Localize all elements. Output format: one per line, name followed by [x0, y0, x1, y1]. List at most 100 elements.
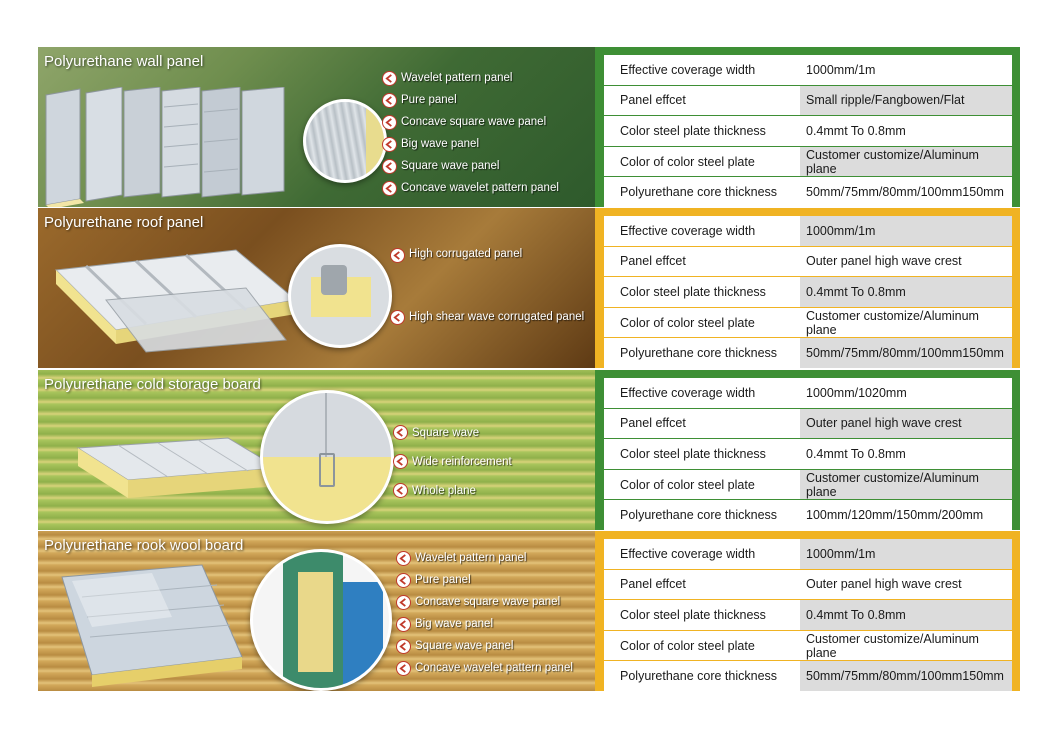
- rock-wool-panel-image: [61, 564, 243, 687]
- left-arrow-circle-icon: [393, 425, 408, 440]
- feature-item: High corrugated panel: [390, 248, 584, 306]
- feature-item: Concave wavelet pattern panel: [396, 657, 573, 679]
- spec-label: Effective coverage width: [604, 216, 800, 246]
- product-title: Polyurethane cold storage board: [44, 376, 261, 393]
- spec-value: Customer customize/Aluminum plane: [800, 469, 1012, 500]
- section-cold-storage-board: Polyurethane cold storage board Square w…: [38, 370, 1020, 530]
- feature-list: Wavelet pattern panel Pure panel Concave…: [382, 67, 559, 199]
- spec-label: Polyurethane core thickness: [604, 661, 800, 691]
- left-arrow-circle-icon: [396, 594, 411, 610]
- spec-value: 50mm/75mm/80mm/100mm150mm: [800, 177, 1012, 207]
- feature-list: Wavelet pattern panel Pure panel Concave…: [396, 547, 573, 679]
- spec-value: 1000mm/1m: [800, 55, 1012, 85]
- spec-value: 0.4mmt To 0.8mm: [800, 116, 1012, 146]
- product-banner: Polyurethane wall panel: [38, 47, 595, 207]
- panel-detail-circle-image: [303, 99, 387, 183]
- left-arrow-circle-icon: [382, 92, 397, 108]
- spec-value: 1000mm/1m: [800, 216, 1012, 246]
- spec-value: 50mm/75mm/80mm/100mm150mm: [800, 338, 1012, 368]
- spec-label: Color steel plate thickness: [604, 116, 800, 146]
- feature-item: Wavelet pattern panel: [396, 547, 573, 569]
- spec-label: Color of color steel plate: [604, 469, 800, 500]
- panel-detail-circle-image: [250, 549, 392, 691]
- feature-item: Wide reinforcement: [393, 447, 512, 476]
- spec-label: Panel effcet: [604, 85, 800, 116]
- left-arrow-circle-icon: [382, 158, 397, 174]
- feature-item: Square wave panel: [396, 635, 573, 657]
- spec-label: Color steel plate thickness: [604, 600, 800, 630]
- product-banner: Polyurethane rook wool board Wavelet pat…: [38, 531, 595, 691]
- spec-label: Panel effcet: [604, 246, 800, 277]
- spec-label: Color of color steel plate: [604, 307, 800, 338]
- left-arrow-circle-icon: [396, 660, 411, 676]
- spec-label: Polyurethane core thickness: [604, 500, 800, 530]
- left-arrow-circle-icon: [396, 638, 411, 654]
- left-arrow-circle-icon: [390, 309, 405, 325]
- left-arrow-circle-icon: [396, 550, 411, 566]
- spec-value: Outer panel high wave crest: [800, 246, 1012, 277]
- spec-label: Color steel plate thickness: [604, 277, 800, 307]
- feature-item: Square wave panel: [382, 155, 559, 177]
- feature-list: Square wave Wide reinforcement Whole pla…: [393, 418, 512, 505]
- section-rock-wool-board: Polyurethane rook wool board Wavelet pat…: [38, 531, 1020, 691]
- spec-value: 1000mm/1m: [800, 539, 1012, 569]
- spec-value: 0.4mmt To 0.8mm: [800, 439, 1012, 469]
- feature-item: Concave square wave panel: [382, 111, 559, 133]
- cold-storage-panel-image: [76, 437, 280, 498]
- spec-value: 0.4mmt To 0.8mm: [800, 277, 1012, 307]
- feature-item: High shear wave corrugated panel: [390, 306, 584, 328]
- feature-item: Pure panel: [396, 569, 573, 591]
- panel-detail-circle-image: [260, 390, 394, 524]
- panel-detail-circle-image: [288, 244, 392, 348]
- spec-value: Small ripple/Fangbowen/Flat: [800, 85, 1012, 116]
- spec-label: Color of color steel plate: [604, 146, 800, 177]
- spec-value: 50mm/75mm/80mm/100mm150mm: [800, 661, 1012, 691]
- spec-value: Outer panel high wave crest: [800, 569, 1012, 600]
- left-arrow-circle-icon: [393, 454, 408, 469]
- wall-panels-image: [45, 87, 285, 207]
- roof-panels-image: [54, 249, 298, 353]
- left-arrow-circle-icon: [382, 70, 397, 86]
- spec-label: Effective coverage width: [604, 378, 800, 408]
- feature-item: Pure panel: [382, 89, 559, 111]
- spec-value: Customer customize/Aluminum plane: [800, 307, 1012, 338]
- spec-value: 1000mm/1020mm: [800, 378, 1012, 408]
- spec-label: Color of color steel plate: [604, 630, 800, 661]
- spec-value: 0.4mmt To 0.8mm: [800, 600, 1012, 630]
- product-banner: Polyurethane cold storage board Square w…: [38, 370, 595, 530]
- spec-label: Color steel plate thickness: [604, 439, 800, 469]
- product-title: Polyurethane rook wool board: [44, 537, 244, 554]
- spec-label: Panel effcet: [604, 408, 800, 439]
- spec-value: Outer panel high wave crest: [800, 408, 1012, 439]
- product-banner: Polyurethane roof panel High corrugated …: [38, 208, 595, 368]
- spec-value: Customer customize/Aluminum plane: [800, 630, 1012, 661]
- feature-list: High corrugated panel High shear wave co…: [390, 248, 584, 328]
- spec-value: 100mm/120mm/150mm/200mm: [800, 500, 1012, 530]
- product-title: Polyurethane roof panel: [44, 214, 204, 231]
